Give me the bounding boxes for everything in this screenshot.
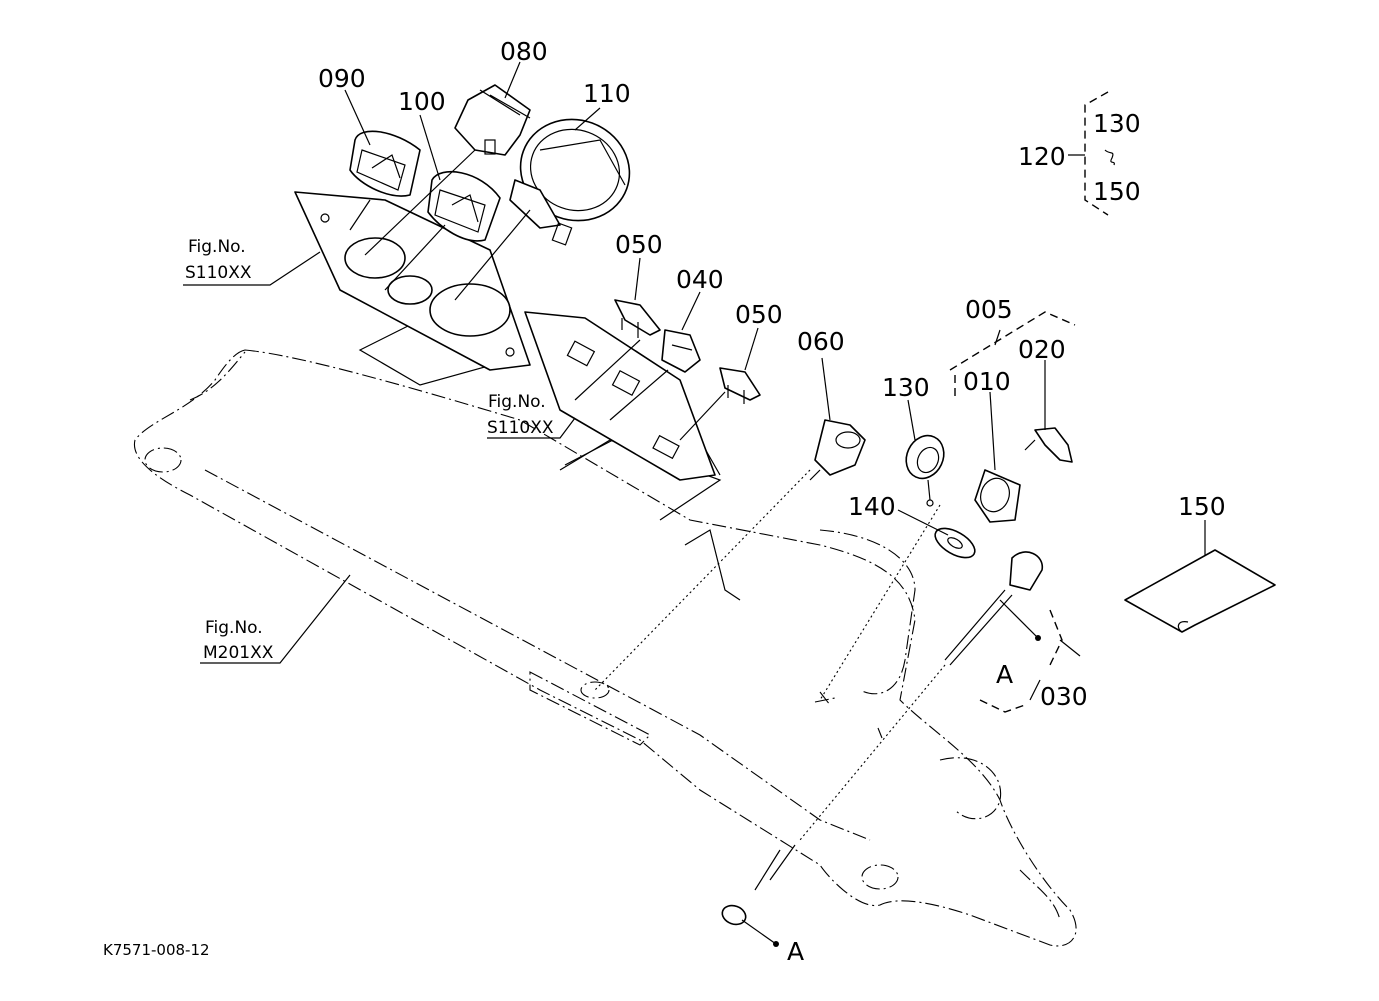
key-switch-010	[974, 469, 1021, 523]
switch-cover-050-a	[614, 299, 661, 338]
gauge-080	[454, 84, 531, 156]
ring-140	[934, 527, 976, 559]
label-150: 150	[1178, 492, 1226, 521]
key-switch-cap-130	[905, 434, 945, 507]
key-020	[1024, 427, 1073, 463]
label-110: 110	[583, 79, 631, 108]
label-150-range: 150	[1093, 177, 1141, 206]
drawing-number: K7571-008-12	[103, 941, 210, 959]
fig-ref-1-code: S110XX	[185, 263, 252, 283]
label-130-range: 130	[1093, 109, 1141, 138]
fig-ref-2-code: S110XX	[487, 418, 554, 438]
label-030: 030	[1040, 682, 1088, 711]
gauge-100	[427, 170, 501, 242]
fig-ref-2-title: Fig.No.	[488, 392, 546, 412]
gauge-gasket-left	[294, 191, 531, 371]
label-a-lower: A	[787, 937, 804, 966]
label-a-upper: A	[996, 660, 1013, 689]
label-090: 090	[318, 64, 366, 93]
group-bracket-005	[949, 311, 1076, 400]
switch-gasket-center	[524, 311, 716, 481]
label-100: 100	[398, 87, 446, 116]
label-120: 120	[1018, 142, 1066, 171]
group-bracket-120	[1068, 91, 1109, 216]
leader-lines	[183, 61, 1206, 701]
label-020: 020	[1018, 335, 1066, 364]
label-005: 005	[965, 295, 1013, 324]
socket-060	[809, 419, 866, 481]
gauge-110	[509, 118, 631, 246]
fig-ref-3-title: Fig.No.	[205, 618, 263, 638]
label-060: 060	[797, 327, 845, 356]
switch-cover-050-b	[719, 367, 761, 404]
label-050-a: 050	[615, 230, 663, 259]
instruction-sheet-150	[1124, 549, 1276, 633]
instrument-panel-outline	[133, 349, 1077, 947]
label-140: 140	[848, 492, 896, 521]
label-130: 130	[882, 373, 930, 402]
label-040: 040	[676, 265, 724, 294]
range-tilde	[1104, 149, 1115, 166]
label-050-b: 050	[735, 300, 783, 329]
fig-ref-3-code: M201XX	[203, 643, 274, 663]
switch-040	[661, 329, 701, 373]
gauge-090	[349, 130, 421, 197]
fig-ref-1-title: Fig.No.	[188, 237, 246, 257]
part-labels: 090 100 080 110 050 040 050 060 005 020 …	[103, 37, 1226, 966]
group-bracket-030	[979, 609, 1063, 713]
cable-030	[721, 551, 1043, 947]
label-010: 010	[963, 367, 1011, 396]
label-080: 080	[500, 37, 548, 66]
